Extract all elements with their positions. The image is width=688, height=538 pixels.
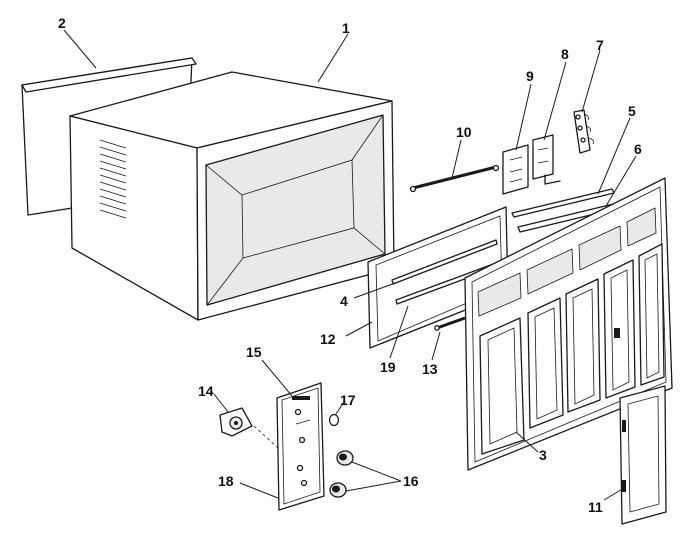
callout-19: 19 [380, 359, 396, 375]
callout-2: 2 [58, 15, 66, 31]
part-16-knobs [329, 450, 354, 498]
callout-13: 13 [422, 361, 438, 377]
part-7-hinge [573, 109, 594, 154]
callout-9: 9 [526, 68, 534, 84]
callout-17: 17 [340, 392, 356, 408]
callout-16: 16 [403, 473, 419, 489]
part-10-rod [409, 164, 500, 193]
callout-4: 4 [340, 293, 348, 309]
callout-18: 18 [218, 473, 234, 489]
part-1-cabinet [69, 71, 395, 321]
leader-lines [63, 29, 637, 501]
callout-7: 7 [596, 37, 604, 53]
part-8-bracket [532, 134, 561, 185]
callout-3: 3 [539, 447, 547, 463]
callout-14: 14 [198, 383, 214, 399]
callout-1: 1 [342, 20, 350, 36]
callout-labels: 1 2 3 4 5 6 7 8 9 10 11 12 13 14 15 16 1… [58, 15, 642, 515]
part-17-knob [328, 413, 340, 427]
part-15-control-panel [276, 382, 325, 511]
part-13-rod [434, 316, 466, 331]
part-3-door-frame [464, 177, 673, 471]
callout-5: 5 [628, 103, 636, 119]
part-14-motor-block [219, 407, 279, 449]
part-9-bracket [502, 144, 529, 195]
callout-10: 10 [456, 124, 472, 140]
callout-6: 6 [634, 141, 642, 157]
callout-12: 12 [320, 331, 336, 347]
callout-8: 8 [561, 46, 569, 62]
part-11-small-door [619, 385, 667, 525]
part-12-panel [367, 206, 509, 349]
cabinet-louvers [99, 139, 127, 219]
callout-15: 15 [246, 344, 262, 360]
callout-11: 11 [588, 499, 603, 515]
